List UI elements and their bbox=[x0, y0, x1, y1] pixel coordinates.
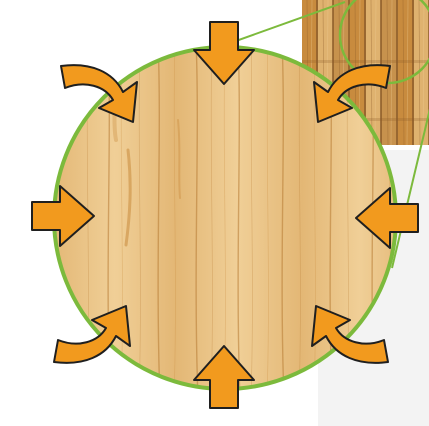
wood-plank bbox=[398, 0, 413, 145]
